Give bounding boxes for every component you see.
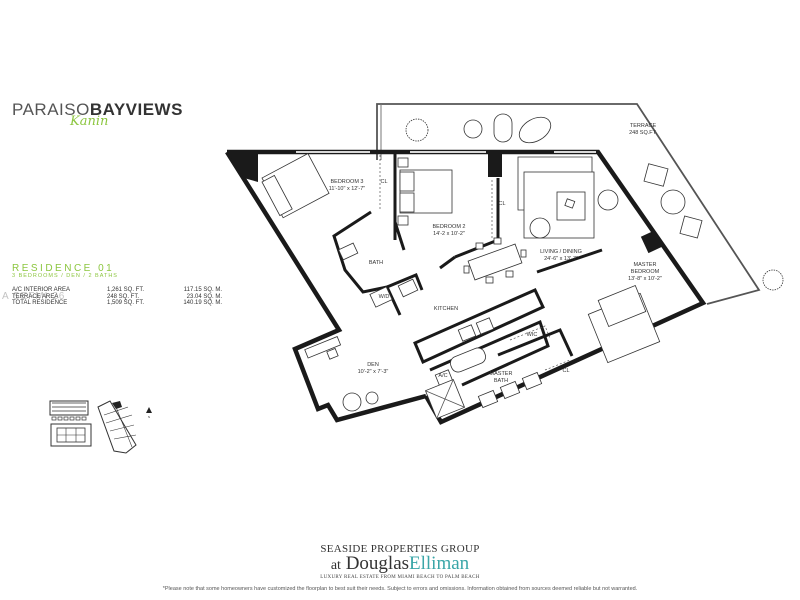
brand-name-bold: BAYVIEWS (89, 100, 183, 119)
terrace-outline (376, 103, 761, 305)
area-label: TOTAL RESIDENCE (12, 300, 68, 306)
label-terrace: BEDROOM 3 (330, 179, 363, 185)
disclaimer: *Please note that some homeowners have c… (162, 586, 638, 592)
label-wic: WIC (527, 332, 538, 338)
bed-master (587, 285, 661, 364)
label-ac: A/C (438, 373, 447, 379)
terrace-furniture (405, 113, 784, 291)
kitchen-counters (457, 317, 495, 342)
footer-at: at (330, 558, 341, 573)
size-bedroom3: 11'-10" x 12'-7" (329, 186, 366, 192)
footer-douglas: Douglas (345, 553, 410, 574)
label-cl1: CL (380, 179, 387, 185)
area-sqm: 140.19 SQ. M. (183, 300, 222, 306)
label-bedroom2: BEDROOM 2 (432, 224, 465, 230)
watermark: A SEFMI 26 (2, 291, 66, 302)
footer-group-name: SEASIDE PROPERTIES GROUP (320, 543, 480, 555)
sofa (517, 156, 619, 239)
brand-logo: PARAISOBAYVIEWS (12, 100, 183, 120)
size-den: 10'-2" x 7'-3" (358, 369, 389, 375)
label-master-bath-2: BATH (494, 378, 508, 384)
label-cl2: CL (498, 201, 505, 207)
label-master: MASTER (634, 262, 657, 268)
bed-bedroom3 (261, 153, 330, 219)
floor-plan: BEDROOM 3 11'-10" x 12'-7" CL BEDROOM 2 … (225, 103, 784, 425)
column (640, 230, 663, 254)
size-master: 13'-8" x 10'-2" (628, 276, 662, 282)
interior-walls (294, 153, 603, 387)
brand-signature: Kanin (70, 114, 109, 129)
footer-tagline: LUXURY REAL ESTATE FROM MIAMI BEACH TO P… (320, 575, 480, 580)
label-bath: BATH (369, 260, 383, 266)
label-terrace: TERRACE (630, 123, 657, 129)
column (488, 151, 502, 177)
bed-bedroom2 (397, 157, 453, 226)
key-plan: N (49, 400, 152, 454)
area-sqm: 23.04 SQ. M. (186, 293, 222, 300)
bath-fixtures (338, 242, 543, 420)
size-living: 24'-6" x 13'-7" (544, 256, 578, 262)
label-den: DEN (367, 362, 379, 368)
area-table: A/C INTERIOR AREA 1,261 SQ. FT. 117.15 S… (12, 287, 222, 307)
label-master-2: BEDROOM (631, 269, 660, 275)
area-sqft: 248 SQ. FT. (107, 293, 140, 300)
area-row: TERRACE AREA 248 SQ. FT. 23.04 SQ. M. (12, 294, 222, 301)
brand-name-light: PARAISO (12, 100, 90, 119)
residence-title: RESIDENCE 01 (12, 263, 115, 274)
den-furniture (304, 336, 379, 412)
label-cl3: CL (562, 368, 569, 374)
column (227, 151, 258, 182)
area-row: A/C INTERIOR AREA 1,261 SQ. FT. 117.15 S… (12, 287, 222, 294)
area-label: TERRACE AREA (12, 293, 59, 300)
area-sqft: 1,261 SQ. FT. (107, 287, 145, 293)
footer-company: at DouglasElliman (0, 553, 800, 575)
size-bedroom2: 14'-2 x 10'-2" (433, 231, 465, 237)
size-terrace: 248 SQ.FT. (629, 130, 657, 136)
area-sqm: 117.15 SQ. M. (183, 287, 222, 293)
svg-text:N: N (148, 415, 150, 419)
label-living: LIVING / DINING (540, 249, 582, 255)
label-kitchen: KITCHEN (434, 306, 458, 312)
area-sqft: 1,509 SQ. FT. (107, 300, 145, 306)
area-label: A/C INTERIOR AREA (12, 287, 71, 293)
area-row: TOTAL RESIDENCE 1,509 SQ. FT. 140.19 SQ.… (12, 300, 222, 307)
label-wd: W/D (379, 294, 390, 300)
footer-elliman: Elliman (409, 553, 470, 574)
residence-subtitle: 3 BEDROOMS / DEN / 2 BATHS (12, 273, 118, 279)
label-master-bath: MASTER (490, 371, 513, 377)
dining-table (463, 237, 527, 284)
footer-brand: SEASIDE PROPERTIES GROUP at DouglasEllim… (0, 543, 800, 580)
